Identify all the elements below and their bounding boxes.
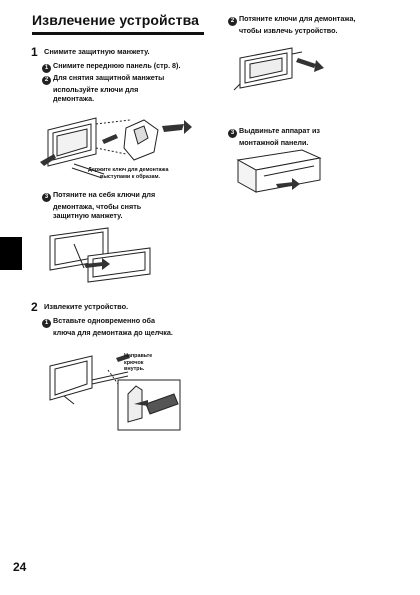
page-title: Извлечение устройства xyxy=(32,12,199,28)
step-2-number: 2 xyxy=(31,300,38,314)
step-2-note: Направьте крючок внутрь. xyxy=(124,353,153,372)
illustration-insert-keys-until-click xyxy=(49,354,181,431)
illustration-slide-unit-out xyxy=(236,149,322,193)
step-1-note: Держите ключ для демонтажа выступами к о… xyxy=(88,167,169,180)
illustration-remove-protective-collar xyxy=(49,227,151,283)
step-1-number: 1 xyxy=(31,45,38,59)
illustration-insert-keys-in-frame xyxy=(40,117,192,179)
page-number: 24 xyxy=(13,560,27,574)
marker-1-icon: 1 xyxy=(42,64,51,73)
illustration-pull-out-unit xyxy=(233,47,324,91)
marker-1-icon: 1 xyxy=(42,319,51,328)
section-tab xyxy=(0,237,22,270)
marker-2-icon: 2 xyxy=(228,17,237,26)
marker-3-icon: 3 xyxy=(228,129,237,138)
marker-3-icon: 3 xyxy=(42,193,51,202)
title-rule xyxy=(32,32,204,35)
step-2-heading: Извлеките устройство. xyxy=(44,302,129,311)
marker-2-icon: 2 xyxy=(42,76,51,85)
step-1-heading: Снимите защитную манжету. xyxy=(44,47,150,56)
